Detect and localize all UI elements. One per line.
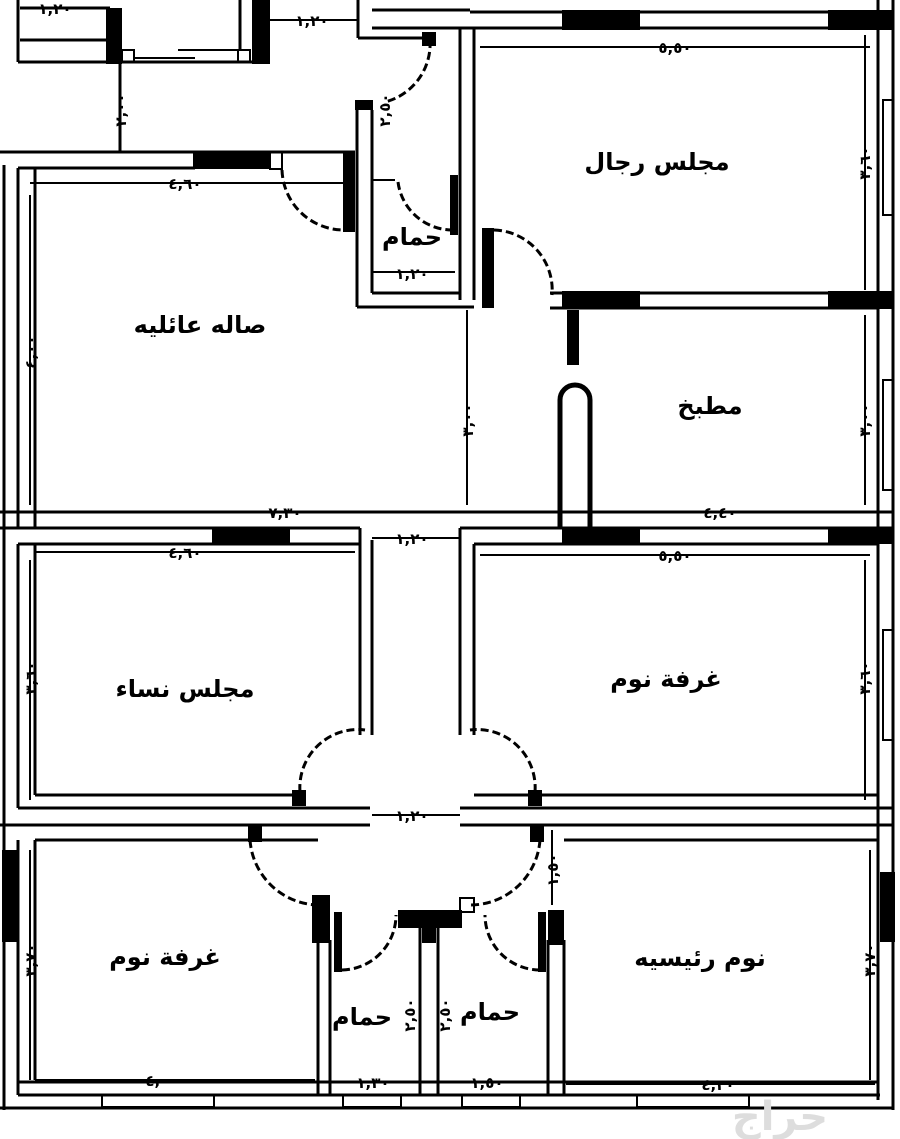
dim-label: ٢,٠٠ — [112, 93, 130, 126]
room-label-bath-left: حمام — [332, 1003, 392, 1031]
dim-label: ٤,٦٠ — [168, 544, 201, 562]
dim-label: ٤,٤٠ — [703, 504, 736, 522]
dim-label: ١,٥٠ — [544, 853, 562, 886]
top-bath — [343, 100, 474, 309]
dim-label: ٣,٦٠ — [22, 661, 40, 694]
dim-label: ٣,٠٠ — [459, 403, 477, 436]
dim-label: ٢,٥٠ — [436, 998, 454, 1031]
vertical-dimension-labels: ٢,٠٠ ٢,٥٠ ٣,٦٠ ٤,٠٠ ٣,٠٠ ٣,٠٠ ٣,٦٠ ٣,٦٠ … — [22, 93, 879, 1031]
dim-label: ٧,٣٠ — [268, 504, 301, 522]
dim-label: ٥,٥٠ — [658, 547, 691, 565]
room-label-bath-right: حمام — [460, 998, 520, 1026]
dim-label: ١,٢٠ — [395, 265, 428, 283]
room-label-mens-majlis: مجلس رجال — [584, 148, 729, 176]
room-label-master-bedroom: نوم رئيسيه — [634, 944, 765, 972]
dim-label: ١,٢٠ — [38, 0, 71, 18]
dimension-labels: ١,٢٠ ١,٢٠ ٤,٦٠ ١,٢٠ ٥,٥٠ ٧,٣٠ ٤,٤٠ ١,٢٠ … — [38, 0, 736, 1094]
dim-label: ٥,٥٠ — [658, 39, 691, 57]
dim-label: ٤,٣٠ — [701, 1076, 734, 1094]
dim-label: ١,٢٠ — [295, 12, 328, 30]
room-label-bedroom-left: غرفة نوم — [109, 943, 221, 971]
dim-label: ٣,٠٠ — [856, 403, 874, 436]
dim-label: ٣,٦٠ — [856, 661, 874, 694]
dim-label: ٤,٠٠ — [22, 335, 40, 368]
dim-label: ٢,٥٠ — [401, 998, 419, 1031]
dim-label: ٣,٧٠ — [861, 943, 879, 976]
dim-label: ١,٢٠ — [395, 530, 428, 548]
room-label-family-hall: صاله عائليه — [134, 311, 267, 339]
dim-label: ٣,٧٠ — [22, 943, 40, 976]
room-label-top-bath: حمام — [382, 223, 442, 251]
dim-label: ١,٣٠ — [356, 1074, 389, 1092]
dim-label: ١,٥٠ — [470, 1074, 503, 1092]
room-label-kitchen: مطبخ — [677, 392, 742, 420]
watermark-logo: حراج — [732, 1094, 828, 1139]
top-left-block — [16, 0, 270, 64]
dim-label: ٤,٦٠ — [168, 175, 201, 193]
dim-label: ١,٢٠ — [395, 807, 428, 825]
dim-label: ٤,٠٠ — [145, 1072, 178, 1090]
room-label-womens-majlis: مجلس نساء — [116, 675, 255, 703]
dim-label: ٣,٦٠ — [856, 146, 874, 179]
dim-label: ٢,٥٠ — [376, 93, 394, 126]
room-label-bedroom-right: غرفة نوم — [610, 665, 722, 693]
